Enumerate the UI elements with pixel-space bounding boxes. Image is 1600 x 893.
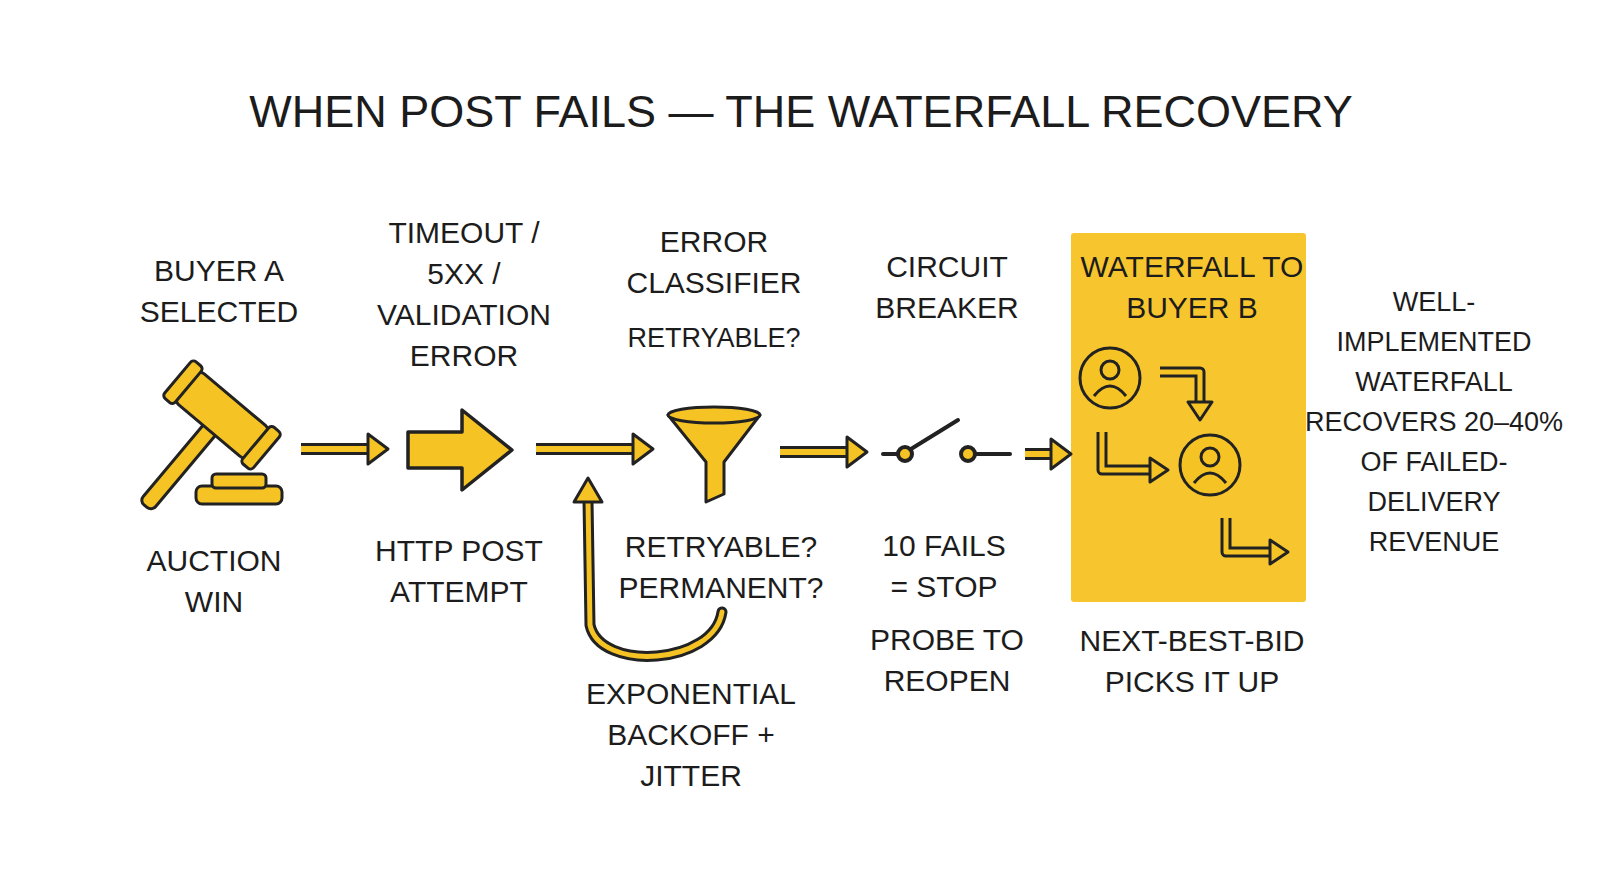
stage-note: PROBE TO REOPEN	[852, 619, 1042, 701]
stage-heading: ERROR CLASSIFIER	[599, 221, 829, 303]
stage-note: RETRYABLE?	[599, 318, 829, 359]
connector-outline	[780, 446, 851, 458]
stage-node: ERROR CLASSIFIERRETRYABLE?RETRYABLE? PER…	[653, 413, 780, 503]
retry-loop-arrow	[574, 478, 722, 656]
arrow-head	[368, 434, 388, 464]
stage-node: BUYER A SELECTEDAUCTION WIN	[128, 378, 301, 510]
connector-outline	[1025, 448, 1055, 460]
stage-note: 10 FAILS = STOP	[874, 525, 1014, 607]
gavel-icon-part-part	[139, 421, 219, 512]
stage-heading: WATERFALL TO BUYER B	[1080, 246, 1305, 328]
stage-note: RETRYABLE? PERMANENT?	[601, 526, 841, 608]
connector-outline	[536, 443, 637, 455]
gavel-icon-part	[196, 486, 282, 504]
connector-fill	[780, 449, 851, 455]
funnel-icon-part	[668, 407, 760, 423]
connector-arrow	[536, 434, 653, 464]
switch-icon-part	[883, 452, 898, 456]
stage-node: TIMEOUT / 5XX / VALIDATION ERRORHTTP POS…	[388, 408, 536, 490]
stage-heading: CIRCUIT BREAKER	[847, 246, 1047, 328]
retry-note: EXPONENTIAL BACKOFF + JITTER	[581, 673, 801, 796]
connector-outline	[301, 443, 372, 455]
stage-node: CIRCUIT BREAKER10 FAILS = STOPPROBE TO R…	[867, 425, 1025, 481]
connectors	[301, 434, 1071, 469]
stage-note: AUCTION WIN	[119, 540, 309, 622]
connector-arrow	[1025, 439, 1071, 469]
connector-arrow	[780, 437, 867, 467]
gavel-icon	[101, 359, 282, 543]
stage-heading: TIMEOUT / 5XX / VALIDATION ERROR	[357, 212, 572, 376]
post-arrow-icon-part	[408, 410, 512, 490]
funnel-icon	[668, 407, 760, 502]
post-arrow-icon	[408, 410, 512, 490]
connector-fill	[536, 446, 637, 452]
gavel-icon-part-part	[162, 359, 204, 405]
stage-heading: BUYER A SELECTED	[124, 250, 314, 332]
switch-icon-part	[911, 420, 958, 449]
stage-note: NEXT-BEST-BID PICKS IT UP	[1057, 620, 1327, 702]
recovery-callout: WELL-IMPLEMENTED WATERFALL RECOVERS 20–4…	[1303, 282, 1565, 562]
stage-note: HTTP POST ATTEMPT	[354, 530, 564, 612]
gavel-icon-part-part	[240, 425, 282, 471]
arrow-head	[847, 437, 867, 467]
switch-icon-part	[975, 452, 1010, 456]
retry-loop-arrow-part	[574, 478, 602, 502]
gavel-icon-part	[101, 359, 282, 543]
connector-arrow	[301, 434, 388, 464]
gavel-icon-part	[212, 474, 266, 488]
switch-icon	[883, 420, 1010, 461]
arrow-head	[633, 434, 653, 464]
gavel-icon-part-part	[172, 369, 271, 461]
connector-fill	[301, 446, 372, 452]
diagram-title: WHEN POST FAILS — THE WATERFALL RECOVERY	[249, 84, 1353, 140]
funnel-icon-part	[668, 415, 760, 502]
switch-icon-part	[961, 447, 975, 461]
switch-icon-part	[898, 447, 912, 461]
connector-fill	[1025, 451, 1055, 457]
arrow-head	[1051, 439, 1071, 469]
highlight-box: WATERFALL TO BUYER BNEXT-BEST-BID PICKS …	[1071, 233, 1306, 602]
